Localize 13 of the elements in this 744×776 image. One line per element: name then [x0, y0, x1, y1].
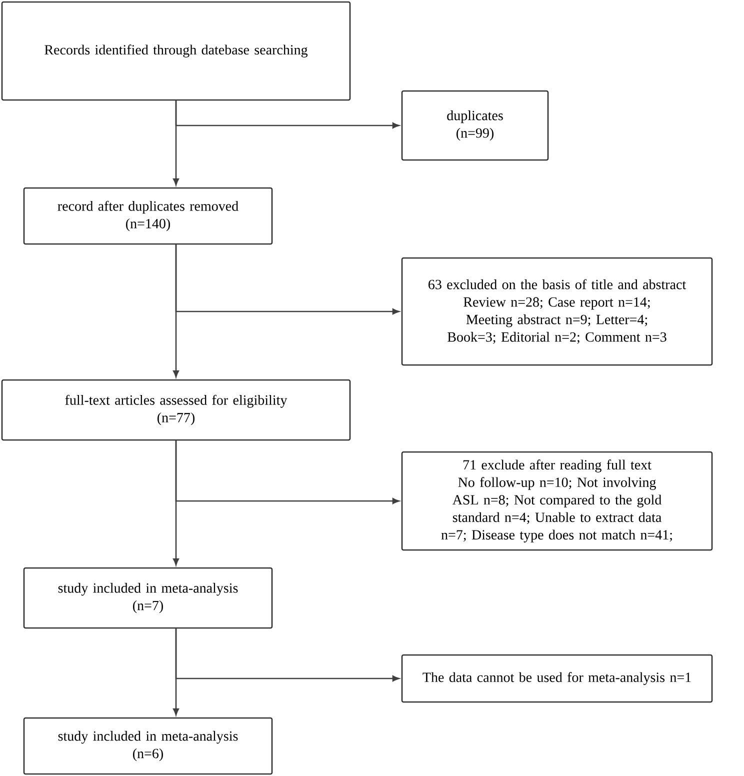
arrow [175, 628, 400, 682]
arrow [175, 244, 400, 314]
process-box: full-text articles assessed for eligibility (n=77) [1, 379, 351, 441]
process-box: study included in meta-analysis (n=6) [23, 717, 273, 775]
process-box: 63 excluded on the basis of title and abstract Review n=28; Case report n=14; Meeting abstract n=9; Letter=4; Book=3; Editorial n=2; Comment n=3 [401, 257, 713, 366]
arrow [175, 100, 400, 128]
arrow [175, 440, 400, 504]
process-box: The data cannot be used for meta-analysis n=1 [401, 654, 713, 703]
process-box: 71 exclude after reading full text No follow-up n=10; Not involving ASL n=8; Not compared to the gold standard n=4; Unable to extract data n=7; Disease type does not match n=41; [401, 451, 713, 551]
process-box: Records identified through datebase searching [1, 1, 351, 101]
process-box: duplicates (n=99) [401, 90, 549, 161]
process-box: study included in meta-analysis (n=7) [23, 567, 273, 629]
process-box: record after duplicates removed (n=140) [23, 187, 273, 245]
